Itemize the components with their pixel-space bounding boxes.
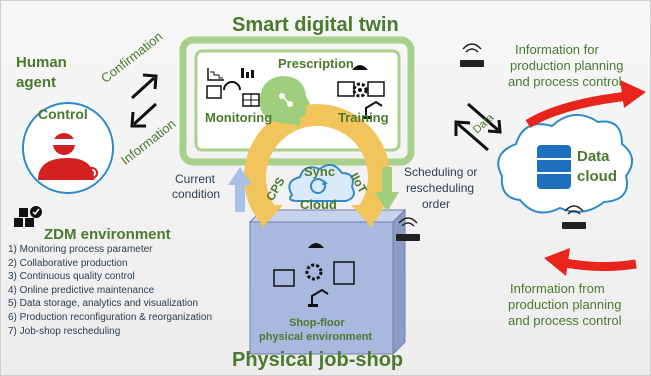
prescription-label: Prescription xyxy=(278,56,354,71)
shopfloor-box-side xyxy=(392,208,406,356)
monitoring-label: Monitoring xyxy=(205,110,273,125)
brain-icon xyxy=(259,76,310,126)
data-arrow-down xyxy=(467,102,499,132)
info-top-line2: production planning xyxy=(510,58,624,73)
current-label-line2: condition xyxy=(172,187,221,201)
machine-icon xyxy=(337,81,355,97)
info-bottom-line2: production planning xyxy=(508,297,622,312)
red-arrow-top xyxy=(525,91,629,128)
team-icon xyxy=(352,65,368,70)
sync-ring xyxy=(244,104,390,222)
training-label: Training xyxy=(338,110,389,125)
sync-arrow-left-head xyxy=(255,205,283,228)
data-cloud-line2: cloud xyxy=(577,168,617,185)
zdm-item: 4) Online predictive maintenance xyxy=(8,284,155,296)
twin-frame xyxy=(179,36,415,166)
title-smart-digital-twin: Smart digital twin xyxy=(232,14,399,36)
zdm-item: 1) Monitoring process parameter xyxy=(8,244,153,255)
confirmation-arrow xyxy=(130,76,156,100)
database-icon xyxy=(537,145,571,189)
human-label-line1: Human xyxy=(16,54,67,71)
shopfloor-line1: Shop-floor xyxy=(289,317,345,329)
shopfloor-line2: physical environment xyxy=(259,331,373,343)
info-top-line1: Information for xyxy=(515,42,599,57)
cloud-label: Cloud xyxy=(300,197,337,212)
info-bottom-line3: and process control xyxy=(508,313,622,328)
zdm-item: 3) Continuous quality control xyxy=(8,271,135,283)
title-physical-job-shop: Physical job-shop xyxy=(232,349,404,371)
zdm-list: 1) Monitoring process parameter 2) Colla… xyxy=(8,243,212,338)
zdm-item: 6) Production reconfiguration & reorgani… xyxy=(8,311,213,323)
robot-arm-icon xyxy=(362,100,383,119)
zdm-title: ZDM environment xyxy=(44,226,171,243)
boxes-check-icon xyxy=(14,206,42,227)
data-cloud-line1: Data xyxy=(577,148,610,165)
info-bottom-line1: Information from xyxy=(510,281,605,296)
router-icon xyxy=(396,217,420,241)
information-arrow xyxy=(132,102,158,126)
router-icon xyxy=(562,205,586,229)
info-top-line3: and process control xyxy=(508,74,622,89)
gear-icon xyxy=(352,82,368,98)
sync-label: Sync xyxy=(304,164,336,179)
red-arrow-bottom xyxy=(559,257,637,272)
data-arrow-up xyxy=(457,122,489,152)
zdm-item: 2) Collaborative production xyxy=(8,257,128,269)
shopfloor-icons xyxy=(273,243,355,307)
control-label: Control xyxy=(38,106,88,122)
machine-icon xyxy=(367,81,385,97)
monitoring-icons xyxy=(206,68,260,107)
zdm-item: 5) Data storage, analytics and visualiza… xyxy=(8,298,199,310)
scheduling-label-line1: Scheduling or xyxy=(404,165,478,179)
cloud-sync-icon xyxy=(288,163,355,202)
shopfloor-box-front xyxy=(249,221,394,355)
scheduling-label-line2: rescheduling xyxy=(406,181,475,195)
scheduling-arrow xyxy=(375,167,399,212)
zdm-item: 7) Job-shop rescheduling xyxy=(8,325,121,337)
scheduling-label-line3: order xyxy=(422,197,451,211)
current-label-line1: Current xyxy=(175,172,216,186)
human-label-line2: agent xyxy=(16,74,57,91)
current-condition-arrow xyxy=(228,167,252,212)
worker-icon xyxy=(38,133,98,180)
sync-arrow-right-head xyxy=(351,205,379,228)
router-icon xyxy=(460,43,484,67)
